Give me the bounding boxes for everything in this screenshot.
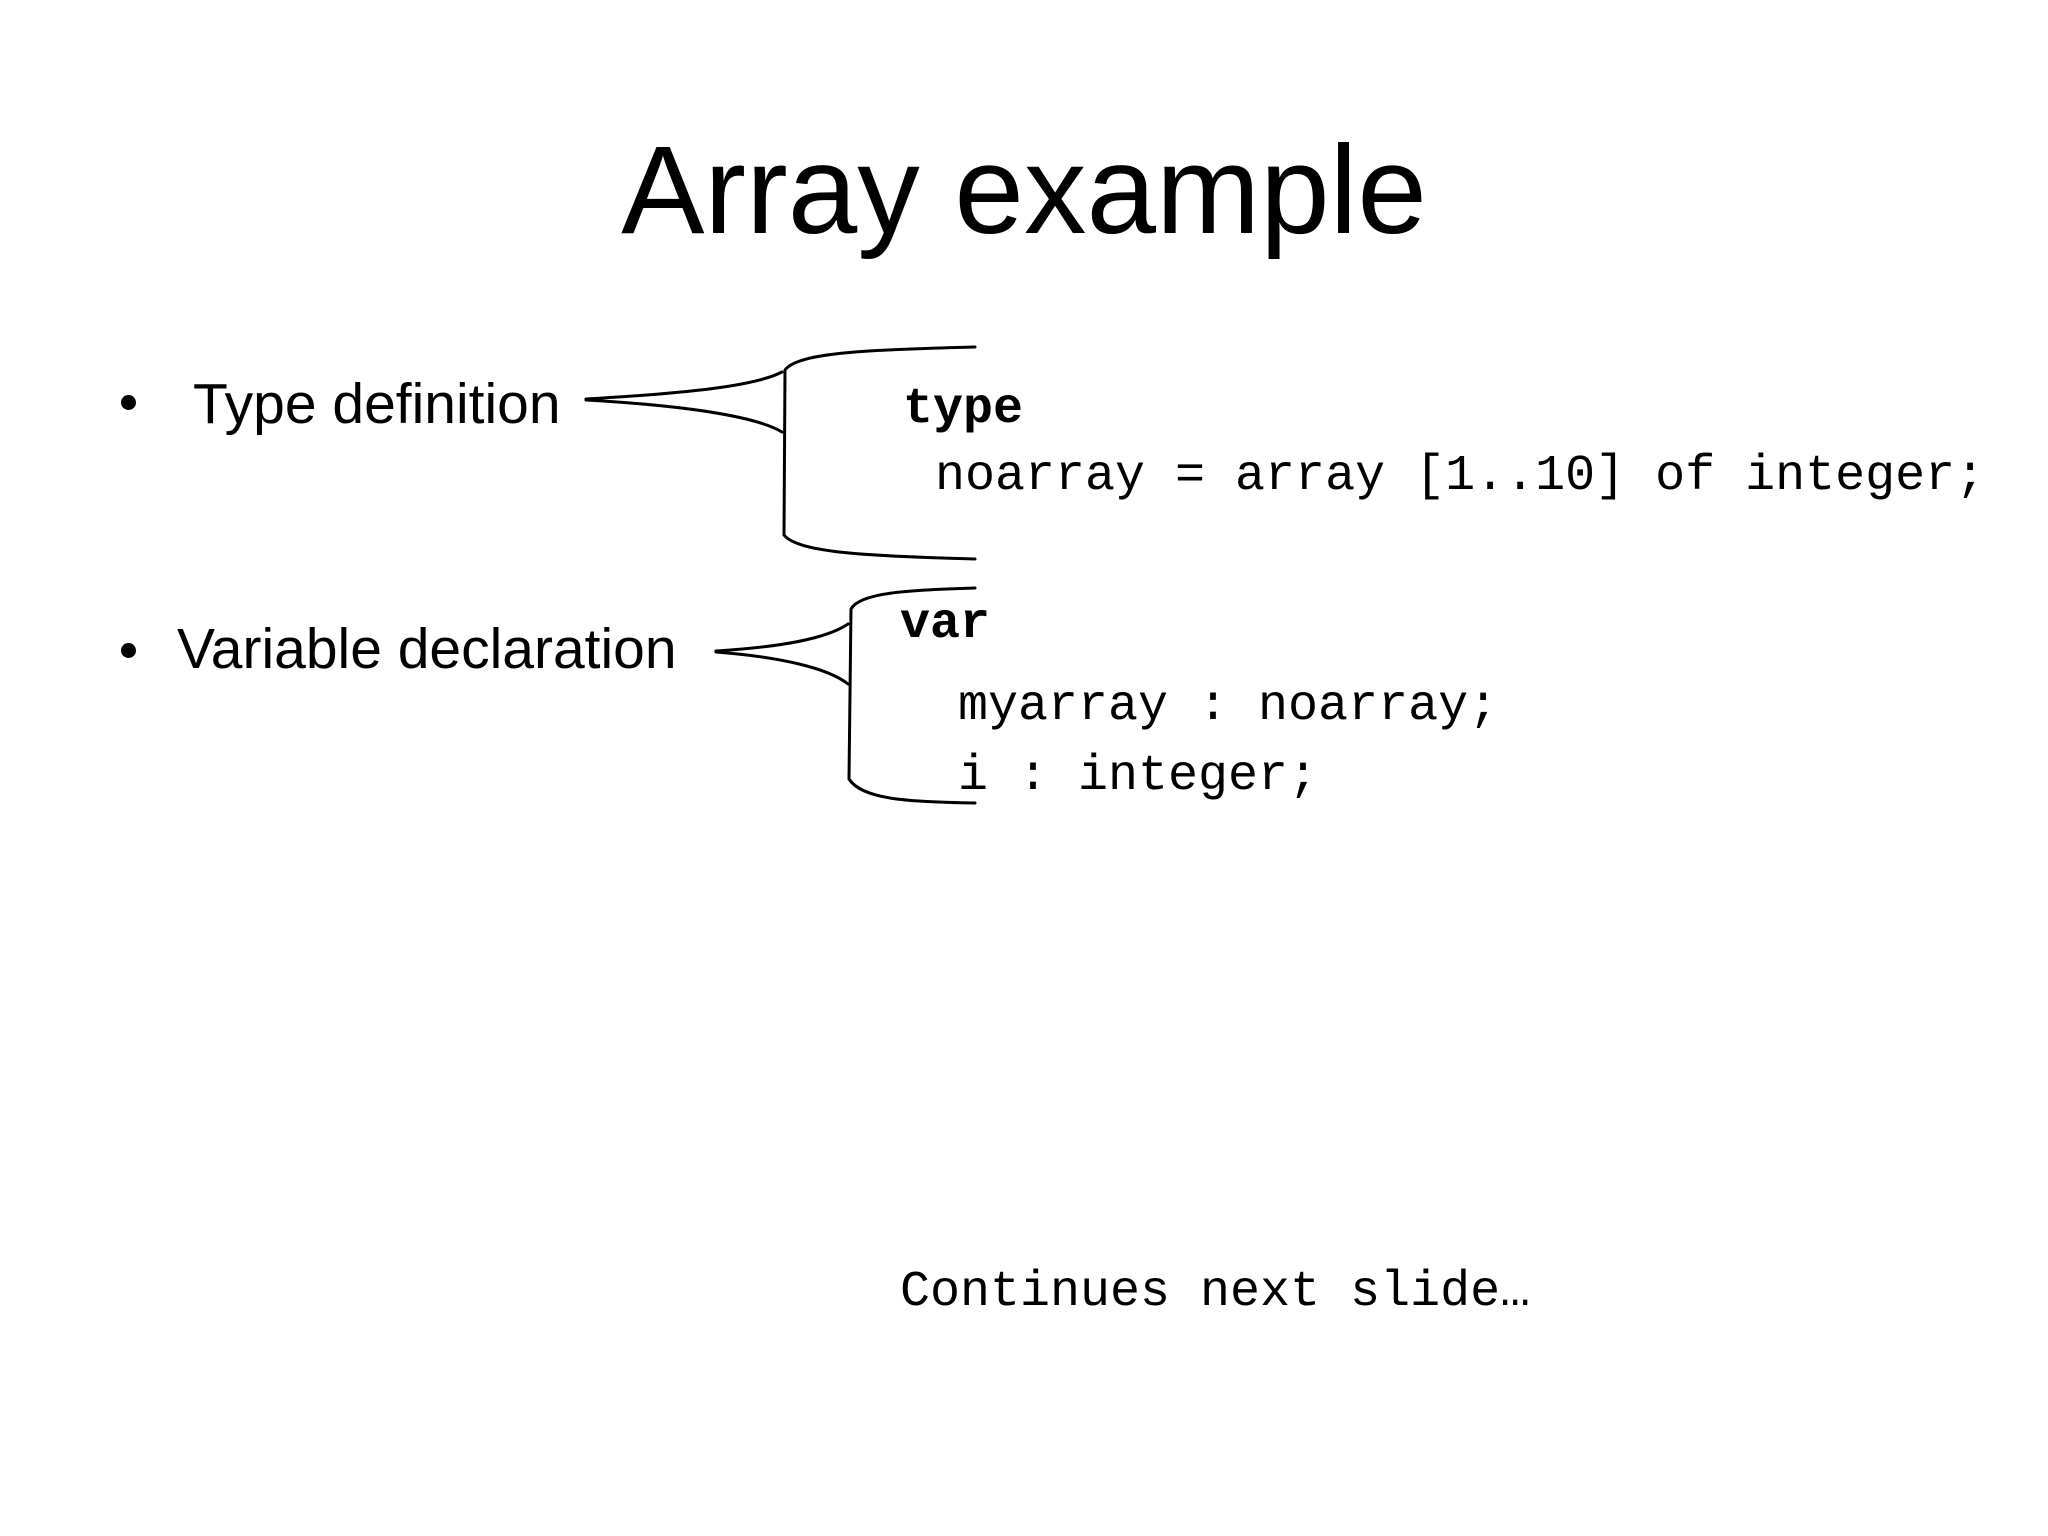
bullet-dot — [121, 395, 136, 410]
slide-title: Array example — [621, 121, 1427, 260]
code-keyword-var: var — [900, 596, 991, 653]
bullet-item-type-definition: Type definition — [193, 372, 561, 436]
code-line-noarray-definition: noarray = array [1..10] of integer; — [935, 448, 1986, 505]
code-keyword-type: type — [903, 381, 1024, 438]
code-line-myarray-declaration: myarray : noarray; — [958, 678, 1499, 735]
continues-next-slide-note: Continues next slide… — [900, 1264, 1531, 1321]
type-block-brace — [584, 345, 977, 561]
bullet-item-variable-declaration: Variable declaration — [177, 617, 677, 681]
code-line-i-declaration: i : integer; — [958, 748, 1319, 805]
bullet-dot — [121, 643, 136, 658]
